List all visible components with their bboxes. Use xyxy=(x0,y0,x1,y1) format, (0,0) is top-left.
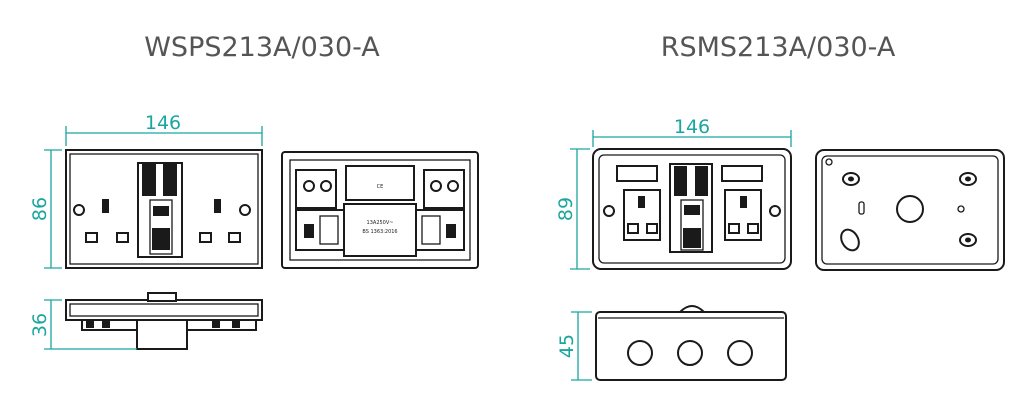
ce-mark: CE xyxy=(377,184,384,190)
wsps-height-dimension: 86 xyxy=(29,149,62,269)
rsms-rear-view xyxy=(815,149,1005,271)
wsps-depth-label: 36 xyxy=(29,313,51,337)
wsps-rear-view: CE 13A250V~ BS 1363:2016 xyxy=(281,151,479,269)
rsms-height-dimension: 89 xyxy=(555,148,590,270)
rsms-height-label: 89 xyxy=(555,197,577,221)
wsps-side-view xyxy=(65,292,263,350)
wsps-height-label: 86 xyxy=(29,197,51,221)
rsms-depth-label: 45 xyxy=(556,334,578,358)
rsms-depth-dimension: 45 xyxy=(556,311,592,381)
rsms-side-view xyxy=(595,305,787,381)
rating-mark: 13A250V~ xyxy=(367,220,394,226)
wsps-front-view xyxy=(65,149,263,269)
wsps-width-dimension: 146 xyxy=(65,112,263,146)
wsps-width-label: 146 xyxy=(145,112,181,134)
model-title-wsps: WSPS213A/030-A xyxy=(144,32,380,63)
standard-mark: BS 1363:2016 xyxy=(362,229,397,235)
rsms-width-label: 146 xyxy=(674,116,710,138)
wsps-depth-dimension: 36 xyxy=(29,299,137,350)
rsms-front-view xyxy=(592,148,792,270)
model-title-rsms: RSMS213A/030-A xyxy=(661,32,896,63)
rsms-width-dimension: 146 xyxy=(592,116,792,147)
